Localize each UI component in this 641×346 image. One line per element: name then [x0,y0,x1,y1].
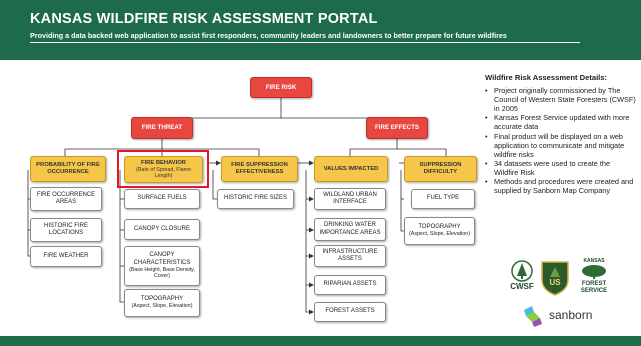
cwsf-tree-icon [511,260,533,282]
fire-threat-label: FIRE THREAT [141,124,183,132]
canopy-closure-box: CANOPY CLOSURE [124,219,200,240]
fire-weather-box: FIRE WEATHER [30,246,102,267]
suppression-effectiveness-label: FIRE SUPPRESSION EFFECTIVENESS [231,162,288,175]
canopy-closure-label: CANOPY CLOSURE [134,225,190,232]
fire-threat-box: FIRE THREAT [131,117,193,139]
details-item: Methods and procedures were created and … [484,177,636,195]
fuel-type-box: FUEL TYPE [411,189,475,209]
header-divider [30,42,580,43]
topography-left-sublabel: (Aspect, Slope, Elevation) [131,303,193,310]
historic-fire-locations-label: HISTORIC FIRE LOCATIONS [44,222,88,236]
historic-fire-sizes-label: HISTORIC FIRE SIZES [224,195,287,202]
canopy-characteristics-label: CANOPY CHARACTERISTICS [133,252,191,266]
fire-weather-label: FIRE WEATHER [43,252,89,259]
canopy-characteristics-box: CANOPY CHARACTERISTICS (Base Height, Bas… [124,246,200,286]
kansas-logo-forest: FOREST [581,281,607,287]
fire-behavior-box: FIRE BEHAVIOR (Rate of Spread, Flame Len… [124,156,203,183]
fire-behavior-sublabel: (Rate of Spread, Flame Length) [135,166,192,179]
fire-risk-box: FIRE RISK [250,77,312,98]
details-title: Wildfire Risk Assessment Details: [485,73,608,82]
suppression-effectiveness-box: FIRE SUPPRESSION EFFECTIVENESS [221,156,298,182]
details-list: Project originally commissioned by The C… [484,86,636,195]
forest-service-shield-icon [541,261,569,296]
kansas-forest-service-logo: KANSAS FOREST SERVICE [576,258,612,298]
connector-effects-values [349,139,398,156]
wildland-urban-box: WILDLAND URBAN INTERFACE [314,188,386,210]
details-item: Kansas Forest Service updated with more … [484,113,636,131]
infrastructure-box: INFRASTRUCTURE ASSETS [314,245,386,267]
connector-effects-difficulty [397,148,447,156]
topography-left-label: TOPOGRAPHY [140,296,184,303]
cwsf-logo: CWSF [509,260,535,298]
connector-threat-probability [64,139,163,156]
riparian-label: RIPARIAN ASSETS [323,281,377,288]
page-title: KANSAS WILDFIRE RISK ASSESSMENT PORTAL [30,11,378,27]
wildland-urban-label: WILDLAND URBAN INTERFACE [323,191,377,205]
topography-right-sublabel: (Aspect, Slope, Elevation) [409,231,470,238]
header-banner: KANSAS WILDFIRE RISK ASSESSMENT PORTAL P… [0,0,641,60]
fire-effects-label: FIRE EFFECTS [374,124,419,132]
spine-probability [27,170,30,257]
surface-fuels-label: SURFACE FUELS [137,195,187,202]
fire-occurrence-areas-box: FIRE OCCURRENCE AREAS [30,187,102,211]
historic-fire-sizes-box: HISTORIC FIRE SIZES [217,189,294,209]
details-item: Project originally commissioned by The C… [484,86,636,113]
fire-behavior-label: FIRE BEHAVIOR [141,159,186,166]
cwsf-logo-text: CWSF [510,282,534,291]
fire-occurrence-areas-label: FIRE OCCURRENCE AREAS [36,191,96,205]
infrastructure-label: INFRASTRUCTURE ASSETS [322,248,378,262]
spine-behavior [119,170,124,303]
sanborn-mark-icon [524,306,542,327]
drinking-water-box: DRINKING WATER IMPORTANCE AREAS [314,218,386,241]
values-impacted-label: VALUES IMPACTED [323,165,379,172]
suppression-difficulty-label: SUPPRESSION DIFFICULTY [419,162,462,175]
fire-effects-box: FIRE EFFECTS [366,117,428,139]
kansas-logo-service: SERVICE [580,288,608,294]
page-subtitle: Providing a data backed web application … [30,31,507,40]
details-item: 34 datasets were used to create the Wild… [484,159,636,177]
footer-bar [0,336,641,346]
spine-suppression [212,170,217,200]
fuel-type-label: FUEL TYPE [426,195,460,202]
historic-fire-locations-box: HISTORIC FIRE LOCATIONS [30,218,102,242]
forest-assets-box: FOREST ASSETS [314,302,386,322]
spine-difficulty [400,170,404,232]
kansas-logo-top: KANSAS [583,258,605,264]
drinking-water-label: DRINKING WATER IMPORTANCE AREAS [319,222,381,236]
topography-left-box: TOPOGRAPHY (Aspect, Slope, Elevation) [124,289,200,317]
forest-assets-label: FOREST ASSETS [325,308,375,315]
values-impacted-box: VALUES IMPACTED [314,156,388,182]
topography-right-label: TOPOGRAPHY [418,224,461,231]
spine-values [305,170,310,313]
riparian-box: RIPARIAN ASSETS [314,275,386,295]
probability-box: PROBABILITY OF FIRE OCCURRENCE [30,156,106,182]
us-forest-service-shield: US [540,260,570,296]
canopy-characteristics-sublabel: (Base Height, Base Density, Cover) [129,266,195,280]
highlight-frame [117,150,209,188]
topography-right-box: TOPOGRAPHY (Aspect, Slope, Elevation) [404,217,475,245]
fire-risk-label: FIRE RISK [265,83,297,91]
suppression-difficulty-box: SUPPRESSION DIFFICULTY [404,156,477,182]
connector-threat-suppression [162,148,260,156]
sanborn-logo: sanborn [520,304,610,328]
us-shield-text: US [549,278,561,287]
details-item: Final product will be displayed on a web… [484,132,636,159]
probability-label: PROBABILITY OF FIRE OCCURRENCE [36,162,100,175]
sanborn-logo-text: sanborn [549,308,593,322]
kansas-tree-icon [582,265,606,279]
surface-fuels-box: SURFACE FUELS [124,189,200,209]
